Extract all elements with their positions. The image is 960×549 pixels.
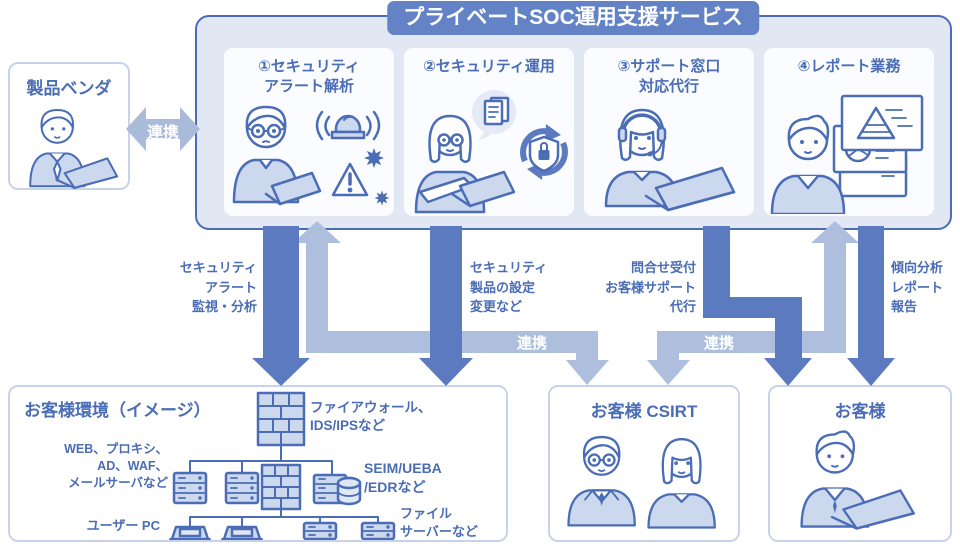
speech-bubble-documents-icon [472, 90, 516, 141]
seim-label: SEIM/UEBA /EDRなど [364, 460, 442, 495]
link-label-right: 連携 [704, 335, 735, 352]
seim-server-icon [312, 473, 362, 506]
database-icon [336, 476, 362, 506]
csirt-title: お客様 CSIRT [590, 402, 698, 421]
server-icon [224, 471, 260, 505]
arrow-report-to-customer [847, 226, 895, 386]
secure-update-icon [520, 124, 568, 180]
laptop-icon [264, 171, 322, 206]
flow-label-config: セキュリティ 製品の設定 変更など [470, 260, 548, 314]
user-pc-icon [221, 525, 263, 540]
card-security-operation: ②セキュリティ運用 [404, 48, 574, 216]
arrow-config-change [419, 226, 473, 386]
customer-person-icon [800, 430, 915, 530]
file-server-label: ファイル サーバーなど [400, 506, 478, 539]
csirt-man-icon [567, 435, 636, 527]
diagram-title-badge: プライベートSOC運用支援サービス [387, 1, 759, 35]
customer-env-box: お客様環境（イメージ） [8, 385, 508, 542]
customer-env-title: お客様環境（イメージ） [24, 401, 211, 420]
servers-label: WEB、プロキシ、 AD、WAF、 メールサーバなど [64, 442, 168, 490]
flow-label-alert: セキュリティ アラート 監視・分析 [179, 260, 257, 314]
virus-icon [374, 190, 390, 206]
card-title: ①セキュリティ アラート解析 [258, 58, 360, 95]
firewall-label: ファイアウォール、 IDS/IPSなど [310, 400, 432, 434]
card-report-work: ④レポート業務 [764, 48, 934, 216]
network-lines [189, 444, 379, 528]
file-server-icon [360, 521, 396, 540]
arrow-support-to-customer [703, 226, 812, 386]
csirt-woman-icon [647, 438, 716, 529]
link-label-left: 連携 [517, 335, 548, 352]
siren-icon [315, 110, 381, 141]
security-operation-icon [414, 90, 568, 214]
flow-label-support: 問合せ受付 お客様サポート 代行 [604, 260, 696, 314]
laptop-icon [644, 166, 736, 212]
warning-icon [331, 162, 369, 197]
firewall-icon [256, 391, 306, 447]
customer-title: お客様 [834, 402, 886, 421]
flow-label-report: 傾向分析 レポート 報告 [891, 260, 944, 314]
soc-service-box: ①セキュリティ アラート解析 [195, 15, 952, 230]
vendor-person-icon [29, 108, 119, 189]
vendor-title: 製品ベンダ [26, 79, 112, 98]
report-pages-icon [832, 94, 924, 198]
analyst-person-icon [232, 105, 300, 204]
virus-icon [364, 148, 384, 168]
card-support-desk: ③サポート窓口 対応代行 [584, 48, 754, 216]
alert-analysis-icon [232, 105, 390, 206]
server-icon [172, 471, 208, 505]
card-title: ②セキュリティ運用 [423, 58, 555, 75]
vendor-link-label: 連携 [147, 125, 180, 142]
arrow-alert-monitoring [252, 226, 310, 386]
card-title: ④レポート業務 [797, 58, 901, 75]
card-security-alert-analysis: ①セキュリティ アラート解析 [224, 48, 394, 216]
reporter-person-icon [770, 114, 846, 214]
firewall-icon [260, 463, 302, 511]
user-pc-icon [169, 525, 211, 540]
laptop-icon [450, 170, 516, 208]
user-pc-label: ユーザー PC [86, 518, 160, 533]
card-title: ③サポート窓口 対応代行 [617, 58, 721, 95]
file-server-icon [302, 521, 338, 540]
csirt-box: お客様 CSIRT [548, 385, 740, 542]
support-desk-icon [604, 108, 736, 212]
csirt-people-icon [567, 435, 716, 529]
customer-box: お客様 [768, 385, 952, 542]
report-work-icon [770, 94, 924, 214]
vendor-box: 製品ベンダ [8, 62, 130, 190]
